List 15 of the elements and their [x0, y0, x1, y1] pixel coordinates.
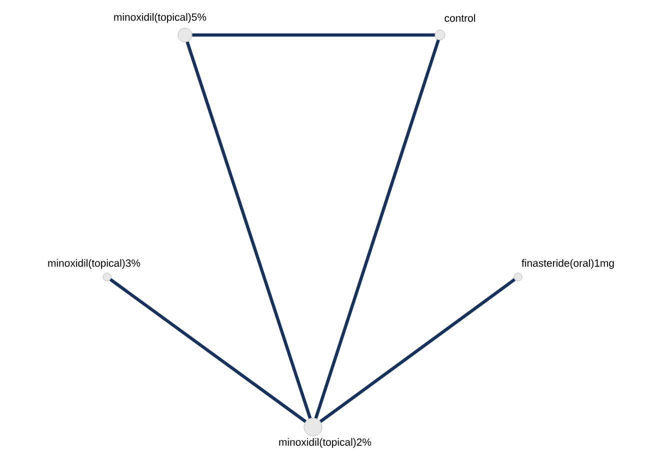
- comparison-line: [319, 278, 516, 423]
- node-label: control: [444, 14, 476, 22]
- comparison-line: [192, 33, 435, 37]
- treatment-node: finasteride(oral)1mg: [514, 259, 614, 282]
- comparison-line: [186, 41, 312, 419]
- comparison-line: [314, 39, 440, 419]
- treatment-node: minoxidil(topical)2%: [279, 418, 372, 448]
- node-label: minoxidil(topical)2%: [279, 438, 372, 448]
- node-label: minoxidil(topical)5%: [114, 13, 206, 23]
- treatment-node: control: [434, 14, 475, 40]
- node-label: minoxidil(topical)3%: [48, 259, 140, 269]
- treatment-node: minoxidil(topical)3%: [48, 259, 140, 282]
- node-label: finasteride(oral)1mg: [522, 259, 614, 269]
- treatment-node: minoxidil(topical)5%: [114, 13, 206, 42]
- comparison-line: [109, 278, 306, 423]
